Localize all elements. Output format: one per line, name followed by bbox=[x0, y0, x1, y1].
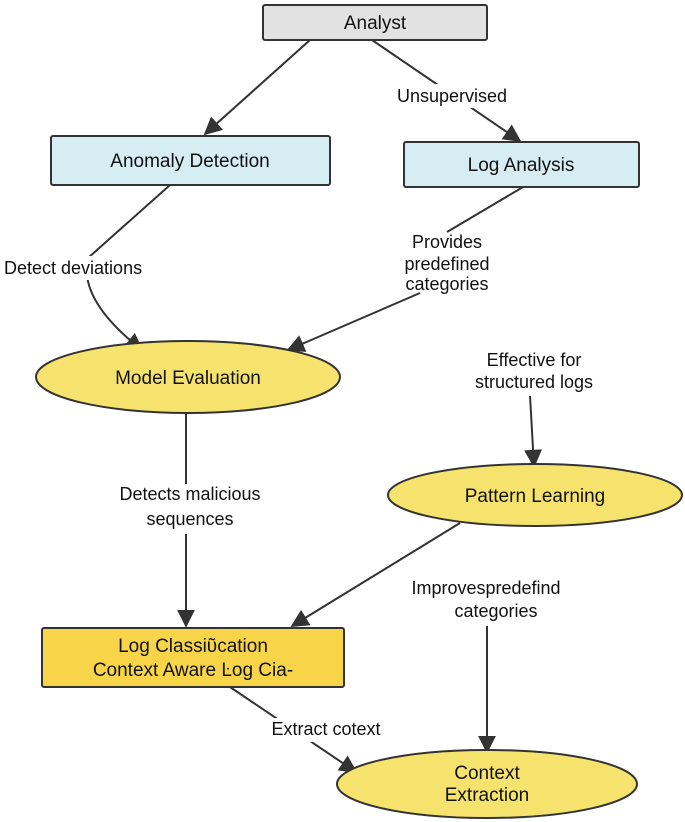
edge-label-provides-line1: Provides bbox=[412, 232, 482, 252]
edge-log-analysis-to-model-evaluation bbox=[288, 186, 524, 350]
node-anomaly-detection[interactable]: Anomaly Detection bbox=[50, 135, 331, 186]
edge-label-detects-line1: Detects malicious bbox=[119, 484, 260, 504]
node-log-classification-line2: Context Aware Ŀog Cia- bbox=[93, 660, 293, 681]
node-model-evaluation[interactable]: Model Evaluation bbox=[35, 340, 341, 414]
node-model-evaluation-label: Model Evaluation bbox=[115, 368, 261, 389]
edge-label-improves-line2: categories bbox=[454, 601, 537, 621]
edge-pattern-learning-to-log-classification bbox=[290, 522, 461, 627]
edge-analyst-to-anomaly bbox=[203, 39, 311, 136]
edge-effective-to-pattern-learning bbox=[524, 395, 543, 468]
edge-label-unsupervised: Unsupervised bbox=[397, 86, 507, 106]
node-analyst-label: Analyst bbox=[344, 13, 407, 34]
node-anomaly-detection-label: Anomaly Detection bbox=[110, 151, 269, 172]
node-log-classification[interactable]: Log Classiῦcation Context Aware Ŀog Cia- bbox=[41, 627, 345, 688]
node-log-classification-line1: Log Classiῦcation bbox=[118, 636, 268, 657]
node-analyst[interactable]: Analyst bbox=[262, 4, 488, 41]
edge-label-improves-line1: Improvespredefind bbox=[411, 578, 560, 598]
edge-label-detects-line2: sequences bbox=[146, 509, 233, 529]
edge-label-detect-deviations: Detect deviations bbox=[4, 258, 142, 278]
edge-label-provides-line3: categories bbox=[405, 274, 488, 294]
node-log-analysis-label: Log Analysis bbox=[468, 155, 575, 176]
node-context-extraction-line2: Extraction bbox=[445, 785, 529, 806]
node-pattern-learning[interactable]: Pattern Learning bbox=[387, 463, 683, 527]
edge-label-effective-line2: structured logs bbox=[475, 372, 593, 392]
edge-label-effective-line1: Effective for bbox=[487, 350, 582, 370]
node-pattern-learning-label: Pattern Learning bbox=[465, 486, 606, 507]
edge-label-extract-context: Extract cotext bbox=[271, 719, 380, 739]
node-log-analysis[interactable]: Log Analysis bbox=[403, 141, 640, 188]
node-context-extraction-line1: Context bbox=[454, 763, 520, 784]
node-context-extraction[interactable]: Context Extraction bbox=[336, 749, 638, 819]
edge-label-provides-line2: predefined bbox=[404, 254, 489, 274]
